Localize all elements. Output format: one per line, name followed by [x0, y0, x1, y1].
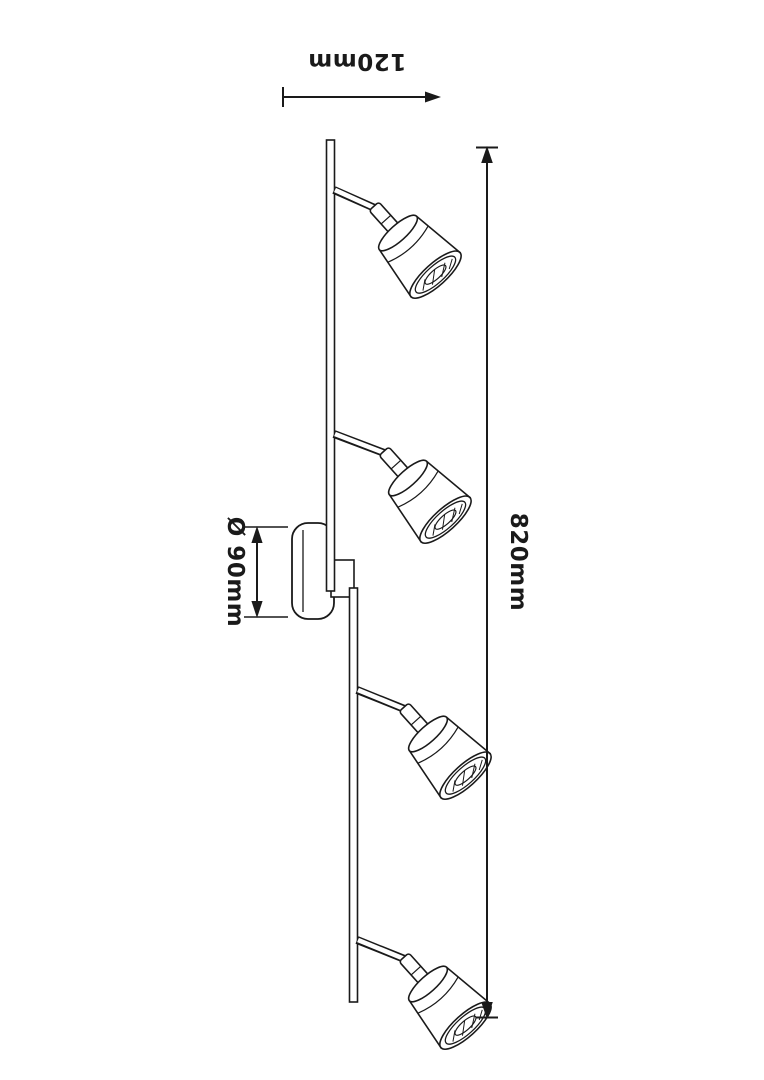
spot-arm-1	[332, 186, 379, 213]
spot-arm-4	[355, 936, 409, 964]
width-dimension-label: 120mm	[308, 48, 406, 74]
spot-arms	[332, 186, 409, 964]
dimension-diameter: Ø 90mm	[222, 517, 288, 628]
diameter-dimension-label: Ø 90mm	[222, 517, 248, 628]
dimension-width: 120mm	[282, 48, 441, 107]
dimension-height: 820mm	[476, 146, 531, 1019]
spot-arm-2	[332, 430, 389, 458]
height-dimension-label: 820mm	[505, 513, 531, 611]
track-bar-lower	[348, 587, 359, 1003]
spot-arm-3	[355, 686, 409, 714]
spot-heads	[348, 183, 499, 1057]
track-bar-upper	[325, 139, 336, 592]
